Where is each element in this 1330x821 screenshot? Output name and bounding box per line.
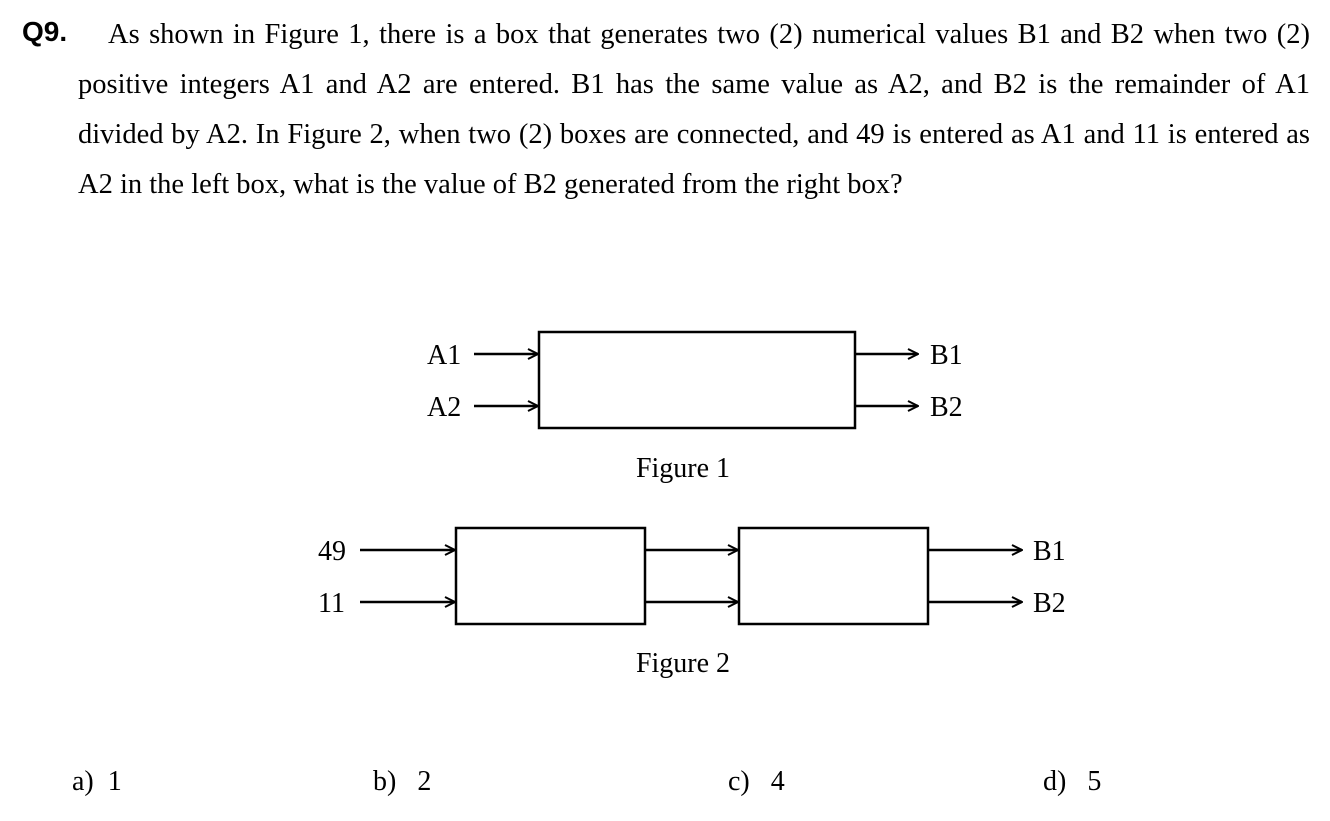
question-text: As shown in Figure 1, there is a box tha… [78, 19, 1310, 200]
fig1-output-b2: B2 [930, 392, 963, 423]
figure2-right-box [737, 526, 930, 626]
figure1-box [537, 330, 857, 430]
option-c[interactable]: c) 4 [728, 766, 785, 798]
option-label: b) [373, 766, 397, 797]
figure2-left-box [454, 526, 647, 626]
option-label: c) [728, 766, 750, 797]
fig1-input-a2: A2 [427, 392, 461, 423]
option-label: a) [72, 766, 94, 797]
fig2-output-b1: B1 [1033, 536, 1066, 567]
option-value: 1 [107, 766, 122, 797]
fig2-input-49: 49 [318, 536, 346, 567]
figure-2 [360, 526, 1022, 626]
fig2-output-b2: B2 [1033, 588, 1066, 619]
figure1-caption: Figure 1 [636, 453, 730, 484]
fig1-input-a1: A1 [427, 340, 461, 371]
option-value: 5 [1087, 766, 1102, 797]
fig2-input-11: 11 [318, 588, 345, 619]
option-a[interactable]: a) 1 [72, 766, 122, 798]
option-value: 2 [417, 766, 432, 797]
figure-1 [474, 330, 918, 430]
question-number: Q9. [22, 16, 68, 47]
option-d[interactable]: d) 5 [1043, 766, 1101, 798]
option-label: d) [1043, 766, 1067, 797]
option-b[interactable]: b) 2 [373, 766, 431, 798]
figure2-caption: Figure 2 [636, 648, 730, 679]
option-value: 4 [770, 766, 785, 797]
fig1-output-b1: B1 [930, 340, 963, 371]
